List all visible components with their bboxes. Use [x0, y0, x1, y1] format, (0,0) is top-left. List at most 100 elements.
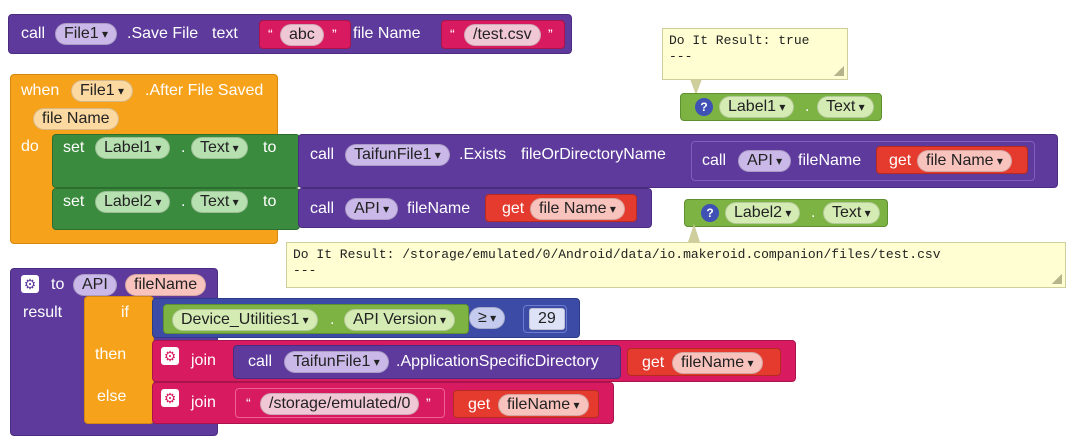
method-exists-label: .Exists [459, 146, 507, 163]
taifun-exists-call-block[interactable]: call TaifunFile1 .Exists fileOrDirectory… [298, 134, 1058, 188]
get-label: get [642, 354, 665, 371]
component-dropdown-device-utilities[interactable]: Device_Utilities1 [172, 309, 318, 331]
number-block[interactable]: 29 [523, 305, 567, 333]
quote-open-icon: “ [450, 26, 455, 42]
compare-block[interactable]: Device_Utilities1 . API Version ≥ 29 [152, 298, 580, 338]
quote-close-icon: ” [548, 26, 553, 42]
component-dropdown-label2[interactable]: Label2 [725, 202, 801, 224]
to-label: to [51, 276, 65, 293]
procedure-dropdown-api[interactable]: API [738, 150, 792, 172]
api-call-block-inner[interactable]: call API fileName get file Name [691, 141, 1035, 181]
if-label: if [121, 304, 129, 321]
text-block-storage-path[interactable]: “ /storage/emulated/0 ” [235, 388, 445, 418]
then-label: then [95, 346, 127, 363]
property-dropdown-text-set2[interactable]: Text [191, 191, 248, 213]
property-dropdown-text-set[interactable]: Text [191, 137, 248, 159]
taifun-app-dir-call-block[interactable]: call TaifunFile1 .ApplicationSpecificDir… [233, 345, 621, 379]
else-label: else [97, 388, 127, 405]
component-dropdown-file1-event[interactable]: File1 [71, 80, 134, 102]
component-dropdown-label1-set[interactable]: Label1 [95, 137, 171, 159]
property-dropdown-api-version[interactable]: API Version [344, 309, 455, 331]
variable-dropdown-filename-2[interactable]: file Name [530, 198, 625, 220]
variable-dropdown-filename-4[interactable]: fileName [498, 394, 589, 416]
dot-label: . [805, 98, 810, 115]
number-value-29[interactable]: 29 [529, 308, 565, 330]
do-label: do [21, 138, 39, 155]
text-block-filename[interactable]: “ /test.csv ” [441, 20, 565, 49]
method-label: .Save File [127, 25, 199, 42]
text-block-abc[interactable]: “ abc ” [259, 20, 351, 49]
get-label: get [889, 152, 912, 169]
text-value-abc[interactable]: abc [280, 24, 324, 46]
text-value-storage-path[interactable]: /storage/emulated/0 [260, 393, 420, 415]
dot-label: . [811, 204, 816, 221]
get-filename-block-2[interactable]: get file Name [485, 194, 637, 222]
result-label: result [23, 304, 63, 321]
dot-label: . [181, 193, 186, 210]
text-value-filename[interactable]: /test.csv [464, 24, 541, 46]
event-name-label: .After File Saved [145, 82, 264, 99]
call-label: call [248, 353, 273, 370]
arg-label: fileOrDirectoryName [521, 146, 666, 163]
get-label: get [468, 396, 491, 413]
component-dropdown-taifunfile1-2[interactable]: TaifunFile1 [284, 351, 389, 373]
do-it-result-bubble-1: Do It Result: true --- [662, 28, 848, 80]
set-label: set [63, 193, 85, 210]
get-filename-block[interactable]: get file Name [876, 146, 1028, 174]
join-block-else[interactable]: ⚙ join “ /storage/emulated/0 ” get fileN… [152, 382, 614, 424]
operator-dropdown-gte[interactable]: ≥ [469, 307, 506, 329]
save-file-block[interactable]: call File1 .Save File text “ abc ” file … [8, 14, 572, 54]
gear-icon[interactable]: ⚙ [161, 347, 179, 365]
set-label1-text-block[interactable]: set Label1 . Text to [52, 134, 300, 188]
variable-dropdown-filename[interactable]: file Name [917, 150, 1012, 172]
call-label: call [21, 25, 46, 42]
procedure-param-filename[interactable]: fileName [125, 274, 207, 296]
procedure-dropdown-api-2[interactable]: API [345, 198, 399, 220]
to-label: to [263, 139, 277, 156]
set-label: set [63, 139, 85, 156]
do-it-result-bubble-2: Do It Result: /storage/emulated/0/Androi… [286, 242, 1066, 288]
property-dropdown-text[interactable]: Text [817, 96, 874, 118]
result-pointer-2 [688, 224, 700, 242]
gear-icon[interactable]: ⚙ [21, 275, 39, 293]
gear-icon[interactable]: ⚙ [161, 389, 179, 407]
question-icon[interactable]: ? [701, 204, 719, 222]
event-param-filename[interactable]: file Name [33, 108, 119, 130]
component-dropdown-taifunfile1[interactable]: TaifunFile1 [345, 144, 450, 166]
component-dropdown-label1[interactable]: Label1 [719, 96, 795, 118]
get-filename-block-4[interactable]: get fileName [453, 390, 599, 418]
join-label: join [191, 394, 216, 411]
dot-label: . [181, 139, 186, 156]
arg-filename-label: fileName [407, 200, 471, 217]
component-dropdown-label2-set[interactable]: Label2 [95, 191, 171, 213]
result-line-1: Do It Result: /storage/emulated/0/Androi… [293, 247, 941, 262]
call-label: call [310, 200, 335, 217]
api-call-block[interactable]: call API fileName get file Name [298, 188, 652, 228]
quote-open-icon: “ [246, 395, 251, 411]
procedure-name-field[interactable]: API [73, 274, 117, 296]
label1-text-getter[interactable]: ? Label1 . Text [680, 93, 882, 121]
join-block-then[interactable]: ⚙ join call TaifunFile1 .ApplicationSpec… [152, 340, 796, 382]
when-label: when [21, 82, 60, 99]
device-utilities-api-version-getter[interactable]: Device_Utilities1 . API Version [163, 304, 469, 334]
call-label: call [702, 152, 727, 169]
quote-close-icon: ” [332, 26, 337, 42]
call-label: call [310, 146, 335, 163]
component-dropdown-file1[interactable]: File1 [55, 23, 118, 45]
param-filename-label: file Name [353, 25, 421, 42]
label2-text-getter[interactable]: ? Label2 . Text [684, 199, 888, 227]
quote-open-icon: “ [268, 26, 273, 42]
variable-dropdown-filename-3[interactable]: fileName [672, 352, 763, 374]
set-label2-text-block[interactable]: set Label2 . Text to [52, 188, 300, 230]
question-icon[interactable]: ? [695, 98, 713, 116]
if-then-else-block[interactable]: if then else [84, 296, 154, 424]
result-line-2: --- [293, 263, 317, 278]
method-app-specific-dir-label: .ApplicationSpecificDirectory [396, 353, 599, 370]
result-line-1: Do It Result: true [669, 33, 810, 48]
arg-filename-label: fileName [798, 152, 862, 169]
property-dropdown-text-2[interactable]: Text [823, 202, 880, 224]
get-filename-block-3[interactable]: get fileName [627, 348, 781, 376]
quote-close-icon: ” [426, 395, 431, 411]
result-pointer-1 [690, 79, 702, 95]
dot-label: . [330, 311, 335, 328]
